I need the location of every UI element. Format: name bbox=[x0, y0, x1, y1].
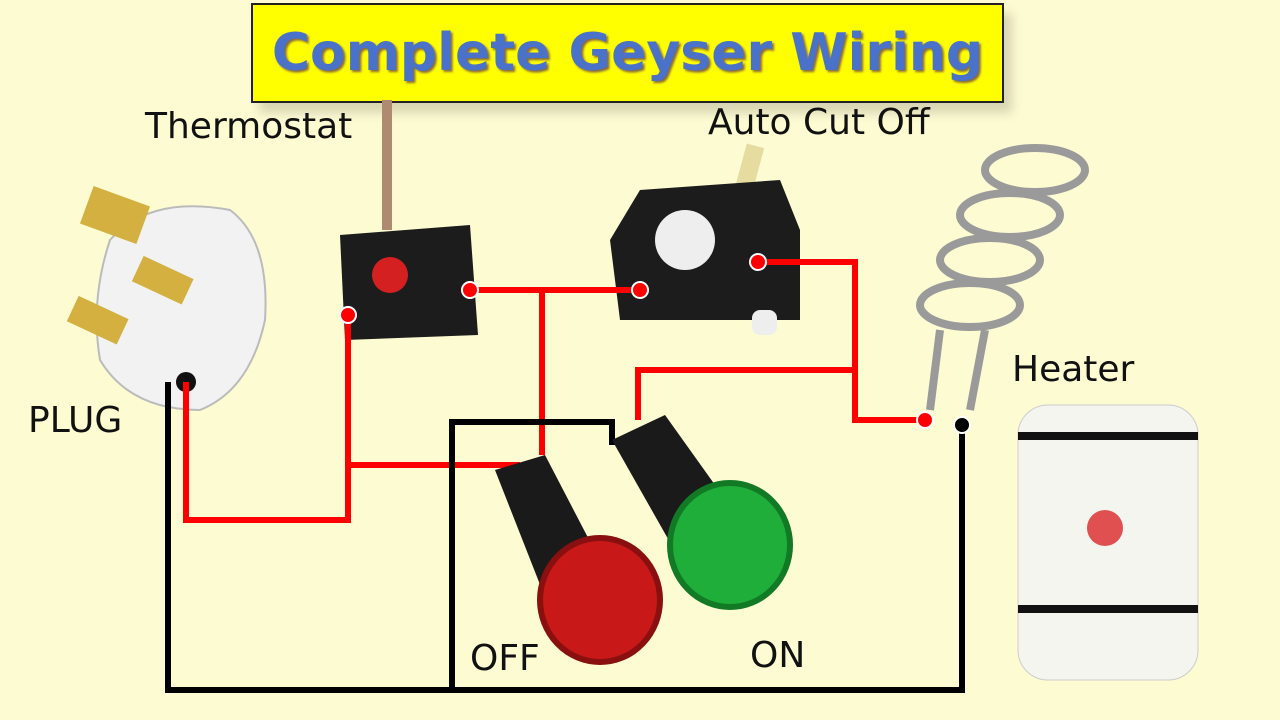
title: Complete Geyser Wiring bbox=[271, 23, 984, 83]
off-indicator-lamp bbox=[495, 455, 663, 665]
thermostat-label: Thermostat bbox=[145, 106, 353, 147]
geyser-tank bbox=[1017, 404, 1199, 681]
plug-label: PLUG bbox=[28, 400, 123, 441]
live-wires bbox=[183, 259, 925, 523]
title-banner: Complete Geyser Wiring bbox=[251, 3, 1004, 103]
terminals bbox=[339, 253, 971, 434]
auto-cut-off-label: Auto Cut Off bbox=[708, 102, 930, 143]
neutral-wires bbox=[165, 382, 965, 693]
heater-coil bbox=[916, 144, 1089, 411]
on-label: ON bbox=[750, 635, 806, 676]
on-indicator-lamp bbox=[612, 415, 793, 610]
auto-cut-off bbox=[610, 143, 800, 335]
thermostat bbox=[340, 100, 478, 340]
heater-label: Heater bbox=[1012, 349, 1135, 390]
off-label: OFF bbox=[470, 638, 540, 679]
plug bbox=[66, 185, 267, 412]
